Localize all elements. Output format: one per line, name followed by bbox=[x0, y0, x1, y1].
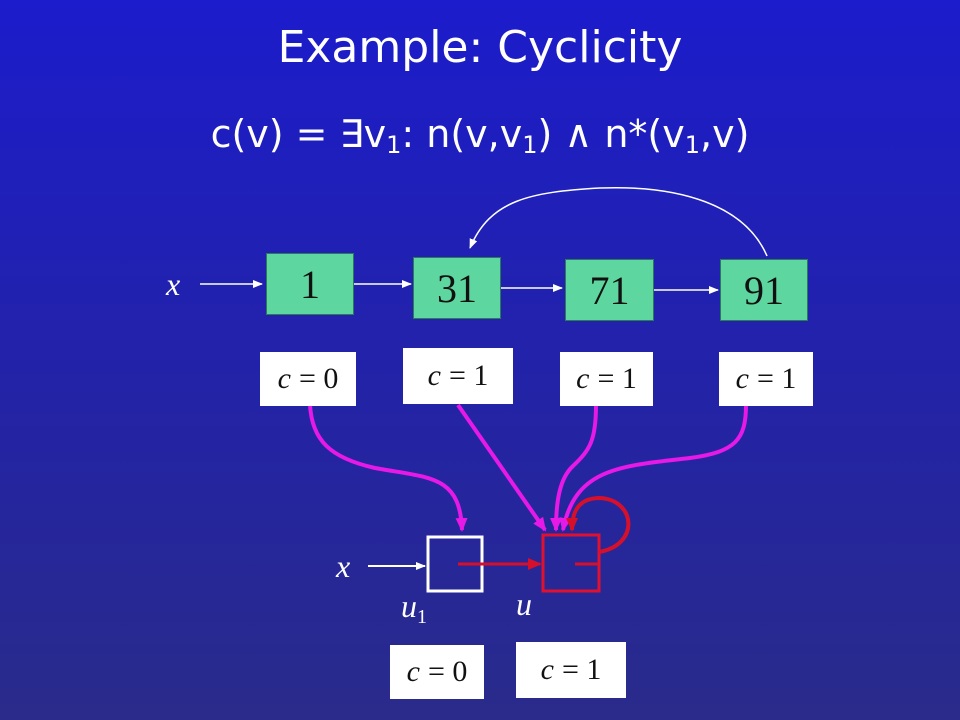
mapping-arrow-1 bbox=[308, 404, 468, 532]
u1-name: u bbox=[401, 588, 417, 624]
c-value-box: c= 1 bbox=[403, 348, 513, 404]
c-name: c bbox=[277, 362, 291, 395]
c-name: c bbox=[735, 362, 749, 395]
c-value-box: c= 0 bbox=[390, 645, 484, 699]
c-name: c bbox=[576, 362, 590, 395]
c-value-box: c= 0 bbox=[260, 352, 356, 406]
c-value-box: c= 1 bbox=[719, 352, 813, 406]
c-value-box: c= 1 bbox=[560, 352, 653, 406]
abstract-node-u bbox=[541, 533, 601, 593]
formula-v1: v bbox=[363, 112, 387, 156]
mapping-arrow-31 bbox=[456, 403, 547, 532]
formula-sub: 1 bbox=[386, 131, 402, 159]
u1-subscript: 1 bbox=[417, 606, 427, 628]
slide-title: Example: Cyclicity bbox=[277, 22, 683, 73]
list-node-1: 1 bbox=[266, 253, 354, 315]
formula-tail: ,v) bbox=[700, 112, 750, 156]
c-eq: = 1 bbox=[597, 362, 637, 395]
formula-mid: : n(v,v bbox=[401, 112, 523, 156]
c-eq: = 1 bbox=[561, 653, 602, 686]
c-eq: = 0 bbox=[298, 362, 339, 395]
c-name: c bbox=[540, 653, 554, 686]
c-name: c bbox=[427, 359, 441, 392]
c-eq: = 1 bbox=[756, 362, 797, 395]
mapping-arrow-91 bbox=[559, 404, 748, 532]
exists-symbol: ∃ bbox=[339, 114, 364, 156]
and-symbol: ∧ bbox=[564, 114, 593, 156]
formula-head: c(v) = bbox=[210, 112, 340, 156]
list-node-71: 71 bbox=[565, 259, 654, 321]
abstract-u-label: u bbox=[516, 586, 532, 622]
formula-star: n*(v bbox=[592, 112, 685, 156]
c-eq: = 1 bbox=[448, 359, 489, 392]
cyclicity-formula: c(v) = ∃v1: n(v,v1) ∧ n*(v1,v) bbox=[0, 112, 960, 159]
x-variable-label: x bbox=[166, 266, 181, 302]
list-node-91: 91 bbox=[720, 259, 808, 321]
abstract-x-label: x bbox=[336, 548, 351, 584]
abstract-u1-label: u1 bbox=[401, 588, 427, 629]
c-value-box: c= 1 bbox=[516, 642, 626, 698]
list-node-31: 31 bbox=[413, 257, 501, 319]
formula-sub: 1 bbox=[522, 131, 538, 159]
formula-sub: 1 bbox=[684, 131, 701, 159]
back-edge-91-31 bbox=[469, 186, 768, 257]
mapping-arrow-71 bbox=[550, 404, 598, 532]
c-name: c bbox=[406, 655, 420, 688]
c-eq: = 0 bbox=[427, 655, 468, 688]
formula-close: ) bbox=[537, 112, 565, 156]
abstract-self-loop bbox=[566, 495, 631, 554]
